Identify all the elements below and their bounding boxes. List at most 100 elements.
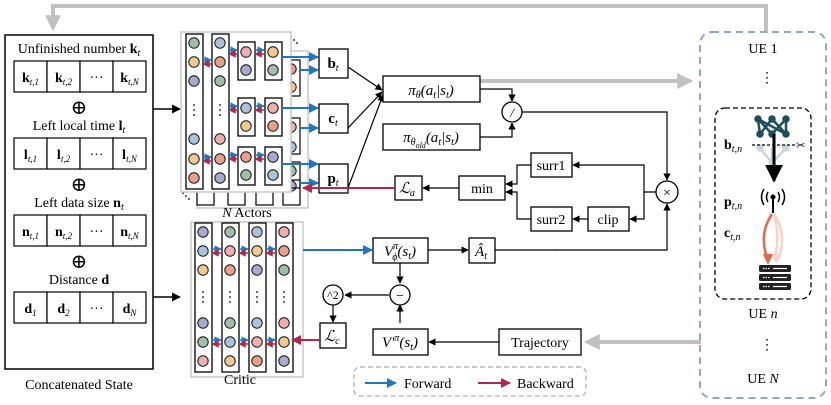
feedback-loop-top: [45, 4, 768, 33]
svg-text:lt,N: lt,N: [122, 148, 138, 164]
loss-critic-box: ℒc: [319, 322, 347, 349]
svg-text:Ât: Ât: [474, 243, 487, 262]
square-node: ^2: [322, 284, 344, 306]
svg-text:^2: ^2: [327, 288, 339, 302]
state-cell: dN: [112, 291, 147, 324]
neuron: [214, 153, 226, 165]
svg-text:bt: bt: [327, 56, 338, 74]
critic-layer: [275, 222, 294, 373]
svg-text:Vπϕ(st): Vπϕ(st): [384, 241, 416, 263]
actor-output-c: ct: [318, 103, 349, 134]
neuron: [188, 37, 200, 49]
critic-layer: [221, 222, 240, 373]
state-cell: d2: [46, 291, 81, 324]
legend-forward-label: Forward: [404, 377, 451, 392]
svg-text:ℒc: ℒc: [324, 329, 340, 347]
neuron: [188, 133, 200, 145]
concat-symbol: ⊕: [71, 174, 88, 196]
critic-caption: Critic: [224, 373, 256, 388]
svg-text:surr2: surr2: [537, 213, 566, 228]
state-group-label: Distance d: [49, 273, 109, 288]
policy-new-box: πθ(at|st): [382, 75, 481, 103]
neuron: [278, 226, 290, 238]
actor-networks: [180, 31, 319, 209]
svg-text:nt,2: nt,2: [55, 225, 73, 241]
trajectory-box: Trajectory: [498, 328, 582, 356]
ratio-divide-node: /: [501, 101, 523, 123]
value-connectors: [329, 246, 556, 346]
ratio-connectors: [480, 88, 671, 181]
svg-text:lt,1: lt,1: [24, 148, 37, 164]
state-cell: lt,1: [13, 137, 48, 170]
neuron: [267, 120, 279, 132]
neuron: [240, 102, 252, 114]
surr1-box: surr1: [530, 152, 573, 178]
neuron: [251, 336, 263, 348]
offload-channel-arrows: [762, 213, 784, 265]
neuron: [251, 264, 263, 276]
svg-text:···: ···: [90, 302, 104, 317]
neuron: [278, 264, 290, 276]
neuron: [278, 336, 290, 348]
svg-text:···: ···: [90, 148, 104, 163]
neuron: [251, 317, 263, 329]
state-cell: ···: [79, 291, 114, 324]
state-cell: nt,1: [13, 214, 48, 247]
svg-text:ℒa: ℒa: [399, 181, 415, 199]
ue-label-p: pt,n: [724, 195, 742, 212]
neuron: [214, 172, 226, 184]
ue-n-box: [714, 107, 812, 300]
svg-text:Trajectory: Trajectory: [511, 336, 569, 351]
svg-text:V′π(st): V′π(st): [382, 333, 418, 353]
svg-text:d2: d2: [57, 302, 70, 318]
policy-old-box: πθold(at|st): [382, 123, 481, 151]
svg-text:kt,1: kt,1: [22, 71, 39, 87]
actor-output-b: bt: [318, 48, 349, 79]
neuron: [224, 245, 236, 257]
svg-text:min: min: [471, 182, 493, 197]
scissors-icon: ✂: [796, 140, 805, 152]
critic-layer: [194, 222, 213, 373]
neuron: [214, 75, 226, 87]
critic-network: [190, 221, 304, 378]
ue-n-label: UE n: [748, 307, 777, 322]
state-cell: kt,N: [112, 60, 147, 93]
svg-text:clip: clip: [598, 213, 619, 228]
neuron: [278, 245, 290, 257]
legend: Forward Backward: [353, 366, 587, 397]
loss-actor-box: ℒa: [394, 175, 423, 201]
ue-last-label: UE N: [747, 372, 779, 387]
outputs-to-policy-lines: [347, 66, 385, 189]
neuron: [267, 64, 279, 76]
clip-box: clip: [587, 206, 630, 232]
neuron: [267, 46, 279, 58]
state-cell: ···: [79, 214, 114, 247]
state-cell: ···: [79, 60, 114, 93]
critic-layer: [248, 222, 267, 373]
neuron: [188, 153, 200, 165]
state-cell: ···: [79, 137, 114, 170]
svg-text:nt,1: nt,1: [22, 225, 39, 241]
svg-text:lt,2: lt,2: [57, 148, 71, 164]
concat-symbol: ⊕: [71, 97, 88, 119]
multiply-node: ×: [655, 180, 679, 204]
neuron: [240, 169, 252, 181]
neuron: [197, 226, 209, 238]
dnn-model-icon: [754, 115, 790, 138]
state-cell: lt,2: [46, 137, 81, 170]
svg-text:πθ(at|st): πθ(at|st): [408, 83, 453, 101]
state-group-label: Unfinished number kt: [18, 42, 141, 59]
neuron: [214, 37, 226, 49]
state-cell: kt,1: [13, 60, 48, 93]
target-value-box: V′π(st): [372, 328, 429, 356]
edge-server-icon: [759, 265, 791, 290]
neuron: [267, 151, 279, 163]
neuron: [224, 226, 236, 238]
state-cell: nt,2: [46, 214, 81, 247]
antenna-icon: [760, 188, 786, 213]
actors-caption: N Actors: [221, 206, 271, 221]
neuron: [240, 120, 252, 132]
neuron: [214, 56, 226, 68]
